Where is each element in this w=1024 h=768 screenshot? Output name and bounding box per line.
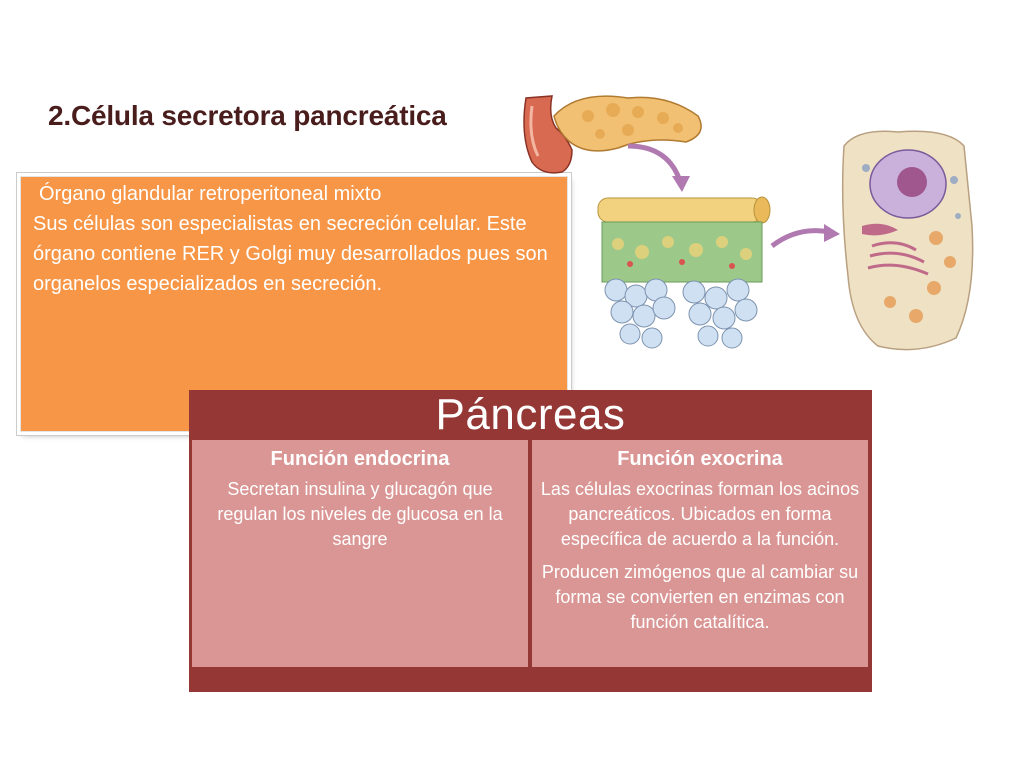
intro-line-1: Órgano glandular retroperitoneal mixto	[39, 183, 382, 205]
secretory-cell-icon	[841, 130, 974, 351]
table-footer	[189, 667, 872, 692]
pancreas-to-cell-illustration	[523, 95, 974, 351]
exocrine-title: Función exocrina	[617, 448, 783, 470]
table-header-pancreas: Páncreas	[189, 390, 872, 440]
endocrine-cell: Función endocrina Secretan insulina y gl…	[192, 440, 528, 667]
exocrine-cell: Función exocrina Las células exocrinas f…	[532, 440, 868, 667]
intro-text-box: Órgano glandular retroperitoneal mixto S…	[20, 176, 568, 432]
exocrine-text-2: Producen zimógenos que al cambiar su for…	[541, 562, 859, 632]
intro-line-2: Sus células son especialistas en secreci…	[33, 213, 548, 295]
endocrine-title: Función endocrina	[270, 448, 450, 470]
exocrine-text-1: Las células exocrinas forman los acinos …	[540, 479, 860, 549]
function-table: Función endocrina Secretan insulina y gl…	[189, 440, 872, 667]
endocrine-text: Secretan insulina y glucagón que regulan…	[217, 479, 503, 549]
acini-tissue-icon	[597, 196, 771, 349]
pancreas-icon	[523, 95, 702, 174]
slide-title: 2.Célula secretora pancreática	[48, 100, 447, 131]
